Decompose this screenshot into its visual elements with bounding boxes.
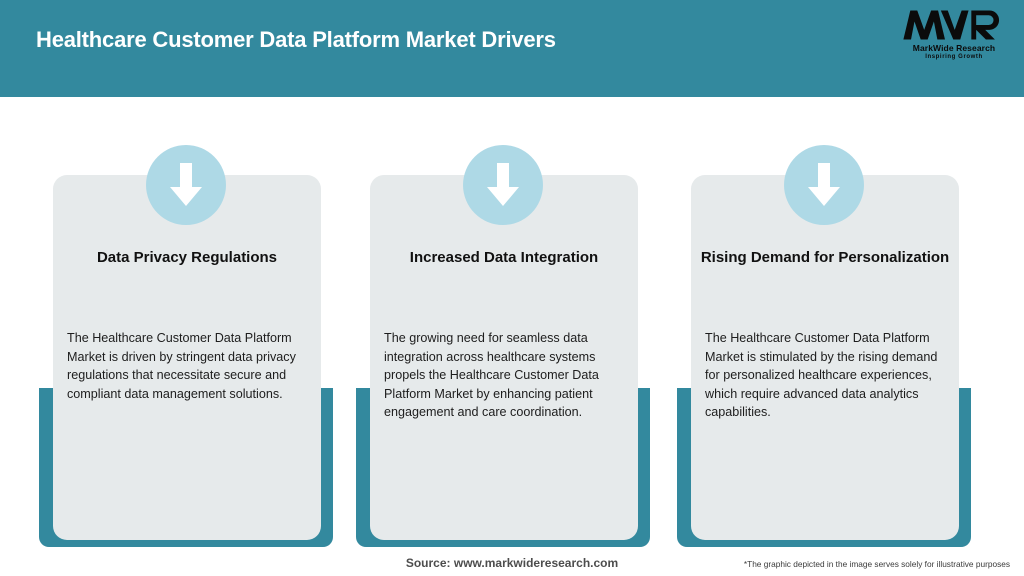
page-title: Healthcare Customer Data Platform Market… [36,27,556,52]
brand-logo: MarkWide Research Inspiring Growth [902,8,1006,66]
card-title: Increased Data Integration [409,249,599,266]
driver-card[interactable]: Rising Demand for Personalization The He… [665,97,983,553]
card-panel [53,175,321,540]
header-bar: Healthcare Customer Data Platform Market… [0,0,1024,97]
card-title: Rising Demand for Personalization [700,249,950,266]
card-title: Data Privacy Regulations [96,249,278,266]
card-body-text: The Healthcare Customer Data Platform Ma… [67,331,296,401]
logo-company-name: MarkWide Research [912,43,996,53]
down-arrow-icon [463,145,543,225]
driver-card[interactable]: Data Privacy Regulations The Healthcare … [27,97,345,553]
card-body-text: The Healthcare Customer Data Platform Ma… [705,331,938,419]
source-label: Source: www.markwideresearch.com [405,556,619,570]
down-arrow-icon [146,145,226,225]
drivers-card-group: Data Privacy Regulations The Healthcare … [0,97,1024,553]
card-body-text: The growing need for seamless data integ… [384,331,599,419]
logo-tagline: Inspiring Growth [925,54,983,60]
down-arrow-icon [784,145,864,225]
disclaimer-label: *The graphic depicted in the image serve… [743,559,1010,569]
card-panel [691,175,959,540]
driver-card[interactable]: Increased Data Integration The growing n… [344,97,662,553]
card-panel [370,175,638,540]
mwr-logo-icon [903,10,1000,40]
